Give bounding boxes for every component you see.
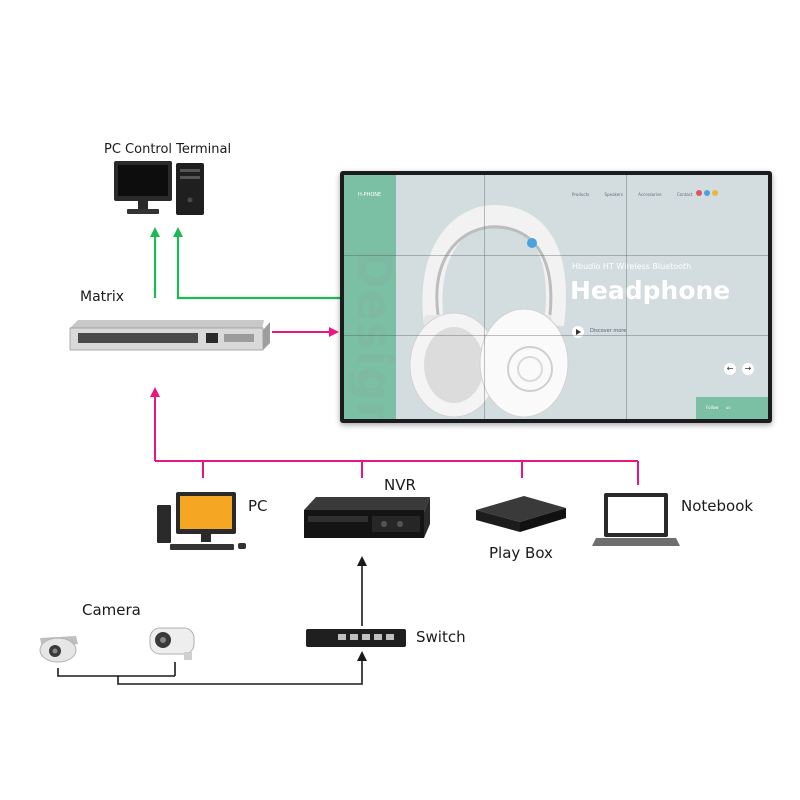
play-box-icon xyxy=(476,496,566,532)
screen-brand: H-PHONE xyxy=(358,192,382,198)
bullet-camera-icon xyxy=(149,627,195,660)
switch-icon xyxy=(306,629,406,647)
magenta-connectors xyxy=(150,327,639,485)
green-connectors xyxy=(150,227,340,300)
video-wall-display: Design H-PHONE Products Speakers Accesso… xyxy=(340,171,772,423)
screen-side-panel: Design xyxy=(344,175,402,419)
nvr-icon xyxy=(304,497,430,538)
bezel-seam-v2 xyxy=(626,175,627,419)
screen-bottom-bar: Follow us xyxy=(696,397,768,419)
screen-next-arrow: → xyxy=(742,363,754,375)
matrix-icon xyxy=(69,320,270,351)
video-wall-screen: Design H-PHONE Products Speakers Accesso… xyxy=(344,175,768,419)
wall-to-terminal-line xyxy=(173,227,340,300)
pc-control-terminal-label: PC Control Terminal xyxy=(104,142,232,157)
camera-label: Camera xyxy=(82,601,141,619)
pc-label: PC xyxy=(248,497,268,515)
screen-subtitle: Hbudio HT Wireless Bluetooth xyxy=(572,262,692,271)
cart-dot-blue xyxy=(704,190,710,196)
cart-dot-red xyxy=(696,190,702,196)
matrix-label: Matrix xyxy=(80,289,125,305)
dome-camera-icon xyxy=(39,636,78,663)
screen-discover-text: Discover more xyxy=(590,328,627,334)
screen-nav: Products Speakers Accessories Contact xyxy=(572,192,693,197)
bezel-seam-h1 xyxy=(344,255,768,256)
bezel-seam-v1 xyxy=(484,175,485,419)
cameras-to-switch-line xyxy=(57,651,367,685)
pc-icon xyxy=(157,492,246,550)
cart-dot-yellow xyxy=(712,190,718,196)
nvr-label: NVR xyxy=(384,476,416,494)
headphone-image xyxy=(409,205,569,418)
pc-control-terminal-icon xyxy=(114,161,204,215)
screen-follow-text: Follow us xyxy=(706,405,731,410)
screen-prev-arrow: ← xyxy=(724,363,736,375)
notebook-label: Notebook xyxy=(681,497,754,515)
play-box-label: Play Box xyxy=(489,544,553,562)
notebook-icon xyxy=(592,493,680,546)
black-connectors xyxy=(57,556,367,685)
switch-label: Switch xyxy=(416,628,466,646)
bezel-seam-h2 xyxy=(344,335,768,336)
screen-side-text: Design xyxy=(346,249,402,419)
screen-play-button xyxy=(572,326,584,338)
screen-product-title: Headphone xyxy=(570,276,731,305)
